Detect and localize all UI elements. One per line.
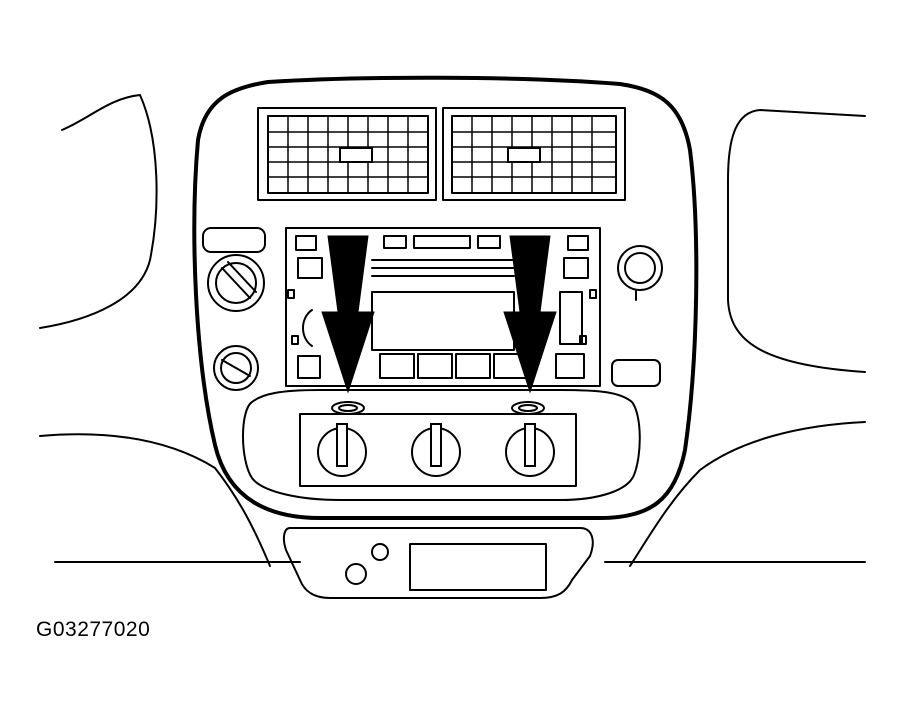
climate-control-panel (242, 389, 641, 501)
left-pointer-arrow (321, 235, 375, 394)
right-air-vent (442, 107, 626, 201)
left-air-vent (257, 107, 437, 201)
right-pointer-arrow (503, 235, 557, 394)
center-bezel (192, 75, 699, 520)
right-dash-panel (604, 109, 866, 567)
left-side-controls (202, 227, 266, 391)
radio-unit (285, 227, 601, 387)
figure-id-label: G03277020 (36, 618, 151, 641)
left-dash-panel (39, 94, 301, 567)
lower-storage-bin (282, 527, 594, 599)
right-side-controls (611, 245, 663, 387)
